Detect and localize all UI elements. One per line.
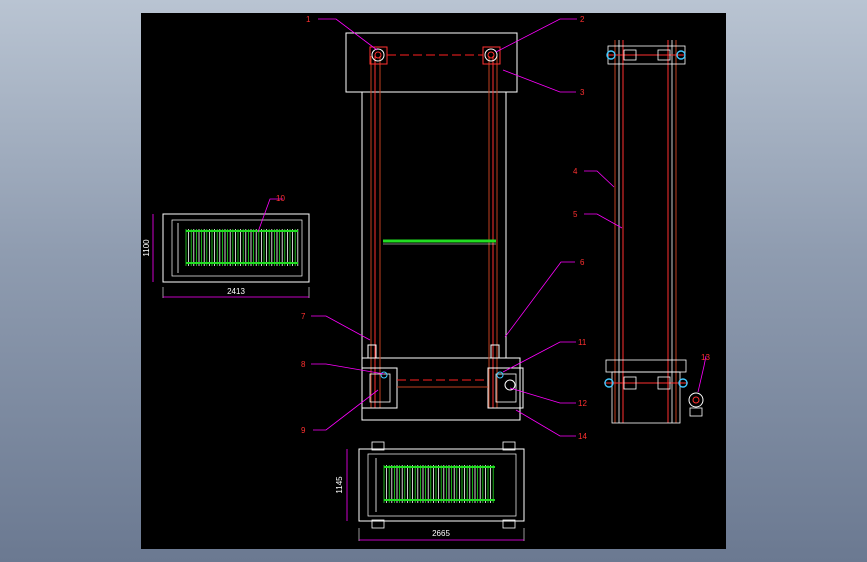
- motor-right-joint-icon: [496, 371, 504, 379]
- leader-9: [313, 389, 379, 431]
- plan-small-inner: [171, 219, 303, 277]
- column-frame: [361, 91, 507, 359]
- leader-4: [584, 170, 615, 188]
- front-elevation-view: [345, 32, 524, 421]
- plan-view-large: 2665 1145: [335, 441, 525, 541]
- motor-box-right: [487, 367, 524, 409]
- side-base-top: [605, 359, 687, 373]
- callout-12: 12: [578, 399, 587, 408]
- plan-large-outer: [358, 448, 525, 522]
- callout-2: 2: [580, 15, 585, 24]
- side-motor-hub-icon: [692, 396, 700, 404]
- side-motor-icon: [688, 392, 704, 408]
- plan-small-outer: [162, 213, 310, 283]
- top-sprocket-left-hub-icon: [374, 51, 382, 59]
- guide-block-right: [490, 344, 500, 359]
- side-top-bearing-left: [623, 49, 637, 61]
- plan-small-height-label: 1100: [142, 239, 151, 257]
- motor-box-left: [361, 367, 398, 409]
- plan-large-tab-top-right: [502, 441, 516, 451]
- plan-small-bar-group: [185, 229, 299, 266]
- plan-large-height-label: 1145: [335, 476, 344, 494]
- callout-11: 11: [578, 338, 587, 347]
- callout-5: 5: [573, 210, 578, 219]
- guide-block-left: [367, 344, 377, 359]
- side-motor-mount: [689, 407, 703, 417]
- leader-8: [311, 363, 385, 375]
- motor-left-joint-icon: [380, 371, 388, 379]
- leader-6: [504, 261, 575, 338]
- plan-view-small: 2413 1100: [142, 213, 310, 298]
- plan-small-width-label: 2413: [227, 287, 245, 296]
- leader-10: [257, 198, 283, 233]
- leader-12: [509, 387, 576, 404]
- callout-7: 7: [301, 312, 306, 321]
- callout-8: 8: [301, 360, 306, 369]
- side-top-bearing-right: [657, 49, 671, 61]
- leader-7: [311, 315, 371, 341]
- leader-14: [515, 409, 576, 437]
- plan-large-width-label: 2665: [432, 529, 450, 538]
- callout-10: 10: [276, 194, 285, 203]
- plan-large-tab-top-left: [371, 441, 385, 451]
- side-base-joint-right-icon: [678, 378, 688, 388]
- side-base-bearing-right: [657, 376, 671, 390]
- plan-large-tab-bottom-left: [371, 519, 385, 529]
- top-sprocket-left-icon: [371, 48, 385, 62]
- callout-14: 14: [578, 432, 587, 441]
- drawing-canvas[interactable]: 2413 1100 2665 1145: [141, 13, 726, 549]
- callout-9: 9: [301, 426, 306, 435]
- motor-box-right-inner: [495, 373, 517, 403]
- leader-1: [318, 18, 378, 51]
- side-base-box: [611, 371, 681, 424]
- callout-6: 6: [580, 258, 585, 267]
- cad-drawing: 2413 1100 2665 1145: [142, 15, 710, 541]
- side-top-joint-right-icon: [676, 50, 686, 60]
- callout-leaders: [257, 18, 707, 437]
- plan-large-bar-group: [383, 465, 494, 503]
- callout-1: 1: [306, 15, 311, 24]
- side-base-joint-left-icon: [604, 378, 614, 388]
- plan-large-tab-bottom-right: [502, 519, 516, 529]
- leader-3: [502, 69, 576, 93]
- top-head-box: [345, 32, 518, 93]
- leader-5: [584, 213, 623, 229]
- motor-right-pulley-icon: [504, 379, 516, 391]
- top-sprocket-right-icon: [484, 48, 498, 62]
- leader-13: [697, 355, 707, 393]
- callout-4: 4: [573, 167, 578, 176]
- callout-13: 13: [701, 353, 710, 362]
- motor-box-left-inner: [369, 373, 391, 403]
- plan-large-inner: [367, 453, 517, 517]
- side-top-joint-left-icon: [606, 50, 616, 60]
- top-sprocket-right-hub-icon: [487, 51, 495, 59]
- leader-2: [495, 18, 577, 53]
- side-base-bearing-left: [623, 376, 637, 390]
- side-elevation-view: [604, 40, 704, 424]
- leader-11: [502, 341, 576, 373]
- callout-3: 3: [580, 88, 585, 97]
- callout-labels: 1 2 3 4 5 6 7 8 9 10 11 12 13 14: [276, 15, 710, 441]
